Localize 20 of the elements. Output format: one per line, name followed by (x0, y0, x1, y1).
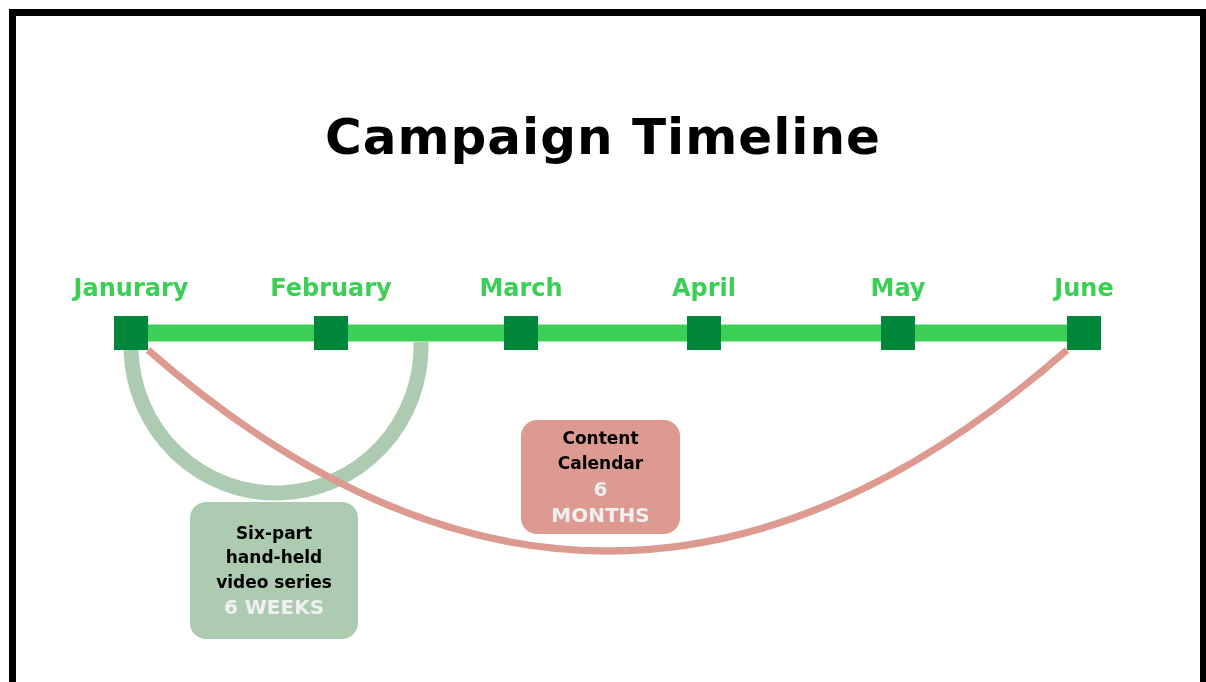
month-label: Janurary (73, 273, 189, 304)
timeline-bar (348, 324, 504, 342)
duration-text: 6 WEEKS (223, 594, 325, 621)
timeline-bar (915, 324, 1067, 342)
month-label: April (671, 273, 736, 304)
timeline-bar (148, 324, 314, 342)
month-label: June (1054, 273, 1114, 304)
month-label: May (870, 273, 926, 304)
duration-arc (123, 341, 429, 501)
duration-card (521, 420, 680, 534)
activity-name: Content Calendar (556, 427, 645, 475)
title: Campaign Timeline (323, 108, 882, 166)
duration-card (190, 502, 358, 639)
timeline-bar (538, 324, 687, 342)
activity-name: Six-part hand-held video series (215, 521, 333, 594)
duration-text: 6 MONTHS (550, 475, 651, 528)
duration-arc (145, 347, 1070, 555)
month-label: March (479, 273, 563, 304)
timeline-bar (721, 324, 881, 342)
month-label: February (270, 273, 392, 304)
